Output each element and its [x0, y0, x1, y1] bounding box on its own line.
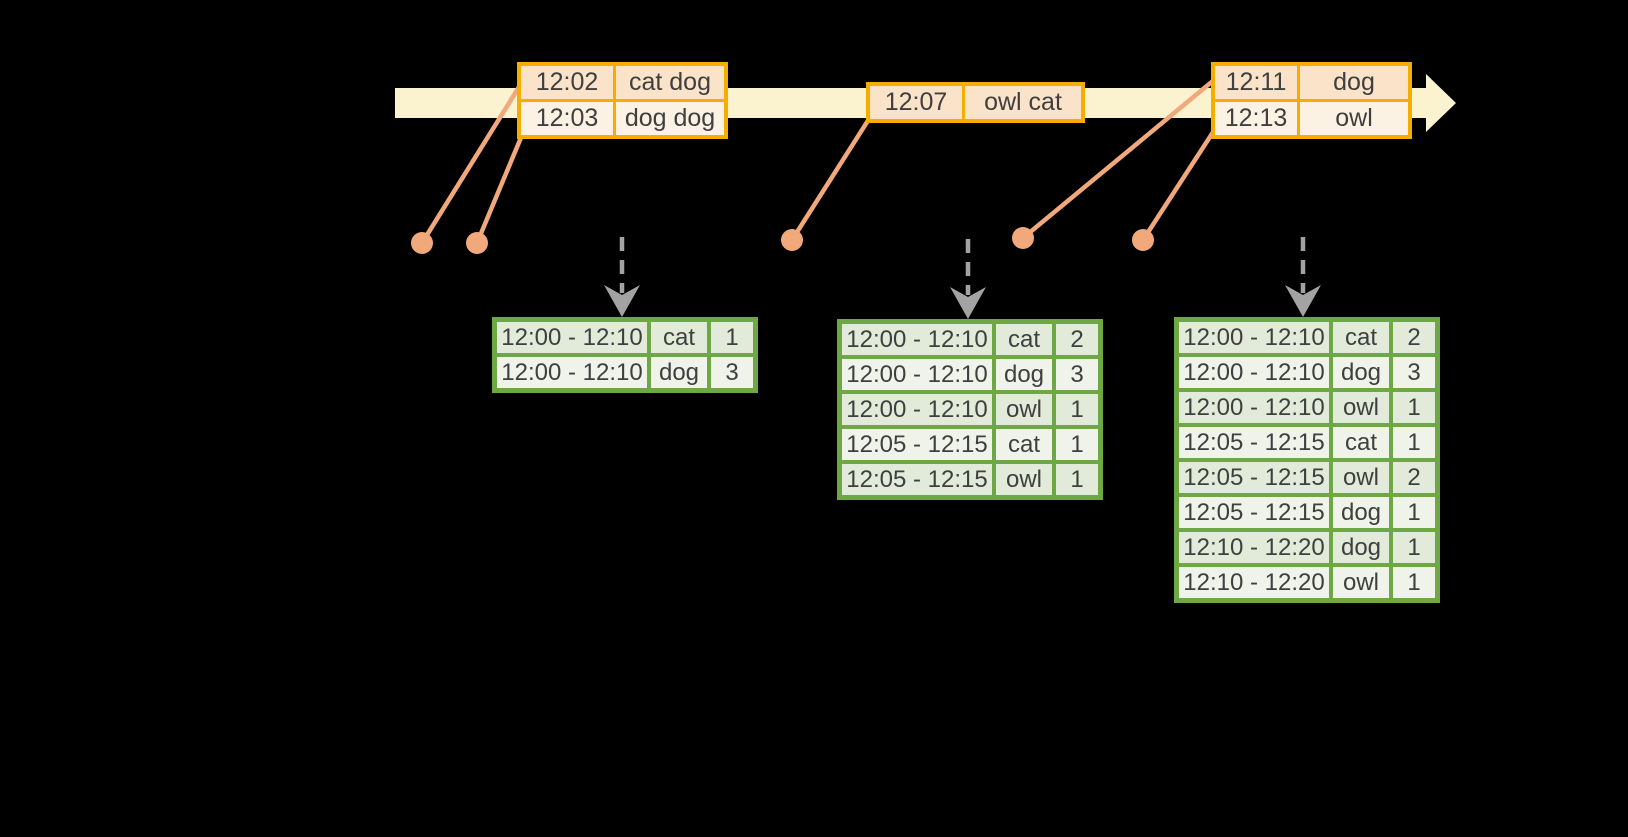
window-cell: 12:05 - 12:15 — [1179, 462, 1329, 493]
count-cell: 1 — [1393, 532, 1435, 563]
words-cell: dog — [1300, 66, 1408, 99]
table-row: 12:05 - 12:15 cat 1 — [842, 429, 1098, 460]
count-cell: 2 — [1393, 462, 1435, 493]
table-row: 12:03 dog dog — [521, 102, 724, 135]
window-cell: 12:10 - 12:20 — [1179, 532, 1329, 563]
window-cell: 12:05 - 12:15 — [1179, 427, 1329, 458]
leader-line — [1021, 78, 1216, 240]
word-cell: cat — [1333, 322, 1389, 353]
window-cell: 12:00 - 12:10 — [1179, 357, 1329, 388]
table-row: 12:00 - 12:10 dog 3 — [497, 357, 753, 388]
table-row: 12:05 - 12:15 cat 1 — [1179, 427, 1435, 458]
table-row: 12:00 - 12:10 cat 2 — [842, 324, 1098, 355]
word-cell: dog — [996, 359, 1052, 390]
table-row: 12:00 - 12:10 dog 3 — [842, 359, 1098, 390]
dashed-arrow-icon — [950, 239, 986, 319]
event-dot-icon — [1132, 229, 1154, 251]
window-cell: 12:00 - 12:10 — [842, 324, 992, 355]
window-cell: 12:00 - 12:10 — [1179, 322, 1329, 353]
count-cell: 2 — [1393, 322, 1435, 353]
table-row: 12:00 - 12:10 cat 2 — [1179, 322, 1435, 353]
count-cell: 3 — [1056, 359, 1098, 390]
time-cell: 12:03 — [521, 102, 613, 135]
result-table-2: 12:00 - 12:10 cat 2 12:00 - 12:10 dog 3 … — [837, 319, 1103, 500]
count-cell: 1 — [711, 322, 753, 353]
event-dot-icon — [466, 232, 488, 254]
count-cell: 1 — [1393, 427, 1435, 458]
count-cell: 1 — [1393, 392, 1435, 423]
leader-line — [474, 127, 528, 244]
leader-line — [790, 117, 871, 242]
word-cell: owl — [1333, 392, 1389, 423]
words-cell: owl cat — [965, 86, 1081, 119]
table-row: 12:00 - 12:10 owl 1 — [1179, 392, 1435, 423]
dashed-arrow-icon — [604, 237, 640, 317]
event-table-3: 12:11 dog 12:13 owl — [1211, 62, 1412, 139]
word-cell: dog — [651, 357, 707, 388]
table-row: 12:11 dog — [1215, 66, 1408, 99]
word-cell: dog — [1333, 357, 1389, 388]
word-cell: owl — [1333, 567, 1389, 598]
window-cell: 12:00 - 12:10 — [842, 359, 992, 390]
word-cell: dog — [1333, 532, 1389, 563]
table-row: 12:13 owl — [1215, 102, 1408, 135]
table-row: 12:05 - 12:15 dog 1 — [1179, 497, 1435, 528]
count-cell: 1 — [1056, 394, 1098, 425]
time-cell: 12:07 — [870, 86, 962, 119]
word-cell: cat — [1333, 427, 1389, 458]
count-cell: 2 — [1056, 324, 1098, 355]
time-cell: 12:13 — [1215, 102, 1297, 135]
word-cell: dog — [1333, 497, 1389, 528]
window-cell: 12:05 - 12:15 — [1179, 497, 1329, 528]
window-cell: 12:00 - 12:10 — [1179, 392, 1329, 423]
word-cell: owl — [996, 464, 1052, 495]
window-cell: 12:00 - 12:10 — [497, 357, 647, 388]
event-dots — [411, 227, 1154, 254]
table-row: 12:10 - 12:20 dog 1 — [1179, 532, 1435, 563]
event-table-2: 12:07 owl cat — [866, 82, 1085, 123]
table-row: 12:07 owl cat — [870, 86, 1081, 119]
table-row: 12:10 - 12:20 owl 1 — [1179, 567, 1435, 598]
window-cell: 12:05 - 12:15 — [842, 464, 992, 495]
word-cell: owl — [1333, 462, 1389, 493]
table-row: 12:00 - 12:10 cat 1 — [497, 322, 753, 353]
count-cell: 3 — [1393, 357, 1435, 388]
leader-line — [420, 85, 521, 245]
leader-lines — [420, 78, 1219, 245]
count-cell: 1 — [1393, 497, 1435, 528]
event-dot-icon — [781, 229, 803, 251]
dashed-arrow-icon — [1285, 237, 1321, 317]
window-cell: 12:00 - 12:10 — [842, 394, 992, 425]
count-cell: 1 — [1056, 429, 1098, 460]
count-cell: 3 — [711, 357, 753, 388]
table-row: 12:05 - 12:15 owl 1 — [842, 464, 1098, 495]
result-table-1: 12:00 - 12:10 cat 1 12:00 - 12:10 dog 3 — [492, 317, 758, 393]
words-cell: owl — [1300, 102, 1408, 135]
time-cell: 12:02 — [521, 66, 613, 99]
table-row: 12:05 - 12:15 owl 2 — [1179, 462, 1435, 493]
words-cell: dog dog — [616, 102, 724, 135]
dashed-result-arrows — [604, 237, 1321, 319]
event-table-1: 12:02 cat dog 12:03 dog dog — [517, 62, 728, 139]
word-cell: cat — [996, 324, 1052, 355]
event-dot-icon — [411, 232, 433, 254]
word-cell: cat — [651, 322, 707, 353]
count-cell: 1 — [1056, 464, 1098, 495]
table-row: 12:00 - 12:10 owl 1 — [842, 394, 1098, 425]
result-table-3: 12:00 - 12:10 cat 2 12:00 - 12:10 dog 3 … — [1174, 317, 1440, 603]
table-row: 12:02 cat dog — [521, 66, 724, 99]
time-cell: 12:11 — [1215, 66, 1297, 99]
leader-line — [1141, 124, 1219, 242]
window-cell: 12:05 - 12:15 — [842, 429, 992, 460]
window-cell: 12:00 - 12:10 — [497, 322, 647, 353]
table-row: 12:00 - 12:10 dog 3 — [1179, 357, 1435, 388]
count-cell: 1 — [1393, 567, 1435, 598]
window-cell: 12:10 - 12:20 — [1179, 567, 1329, 598]
event-dot-icon — [1012, 227, 1034, 249]
word-cell: cat — [996, 429, 1052, 460]
word-cell: owl — [996, 394, 1052, 425]
words-cell: cat dog — [616, 66, 724, 99]
